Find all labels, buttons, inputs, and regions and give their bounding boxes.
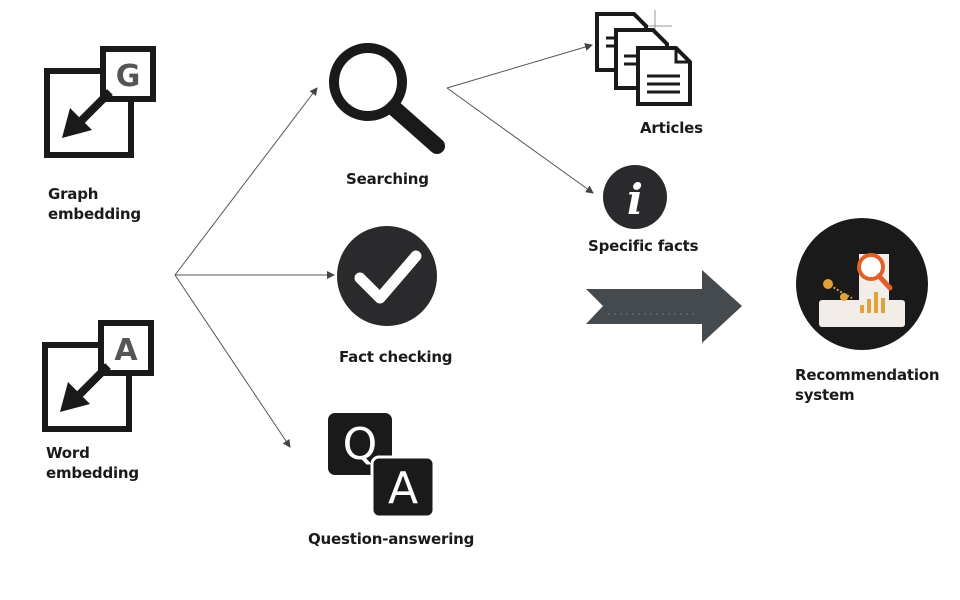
arrow-to-searching bbox=[174, 87, 318, 276]
specific-facts-label: Specific facts bbox=[588, 237, 699, 255]
searching-label: Searching bbox=[346, 170, 429, 188]
documents-icon bbox=[595, 10, 692, 106]
info-glyph: i bbox=[627, 175, 643, 224]
info-icon: i bbox=[603, 165, 667, 229]
arrow-to-articles bbox=[446, 43, 593, 89]
word-glyph: A bbox=[114, 333, 138, 368]
word-embedding-icon: A bbox=[42, 320, 154, 432]
a-glyph: A bbox=[388, 463, 418, 514]
recommendation-system-icon bbox=[796, 218, 928, 350]
connector-arrows bbox=[174, 43, 594, 448]
graph-glyph: G bbox=[116, 59, 141, 94]
q-glyph: Q bbox=[343, 419, 378, 470]
arrow-to-qa bbox=[174, 274, 291, 448]
graph-embedding-icon: G bbox=[44, 46, 156, 158]
big-right-arrow bbox=[586, 270, 742, 343]
arrow-to-facts bbox=[446, 87, 594, 194]
fact-checking-label: Fact checking bbox=[339, 348, 453, 366]
word-embedding-label: Word embedding bbox=[46, 444, 139, 482]
recommendation-system-label: Recommendation system bbox=[795, 366, 940, 404]
graph-embedding-label: Graph embedding bbox=[48, 185, 141, 223]
question-answer-icon: Q A bbox=[328, 413, 436, 519]
qa-label: Question-answering bbox=[308, 530, 475, 548]
articles-label: Articles bbox=[640, 119, 703, 137]
search-icon bbox=[329, 43, 445, 154]
check-icon bbox=[337, 226, 437, 326]
